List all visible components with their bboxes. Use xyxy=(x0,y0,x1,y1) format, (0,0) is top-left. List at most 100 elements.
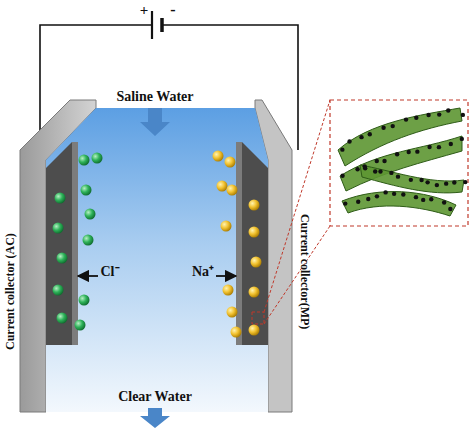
sodium-ion xyxy=(223,285,234,296)
chloride-ion xyxy=(57,313,68,324)
chloride-ion xyxy=(85,209,96,220)
chloride-ion xyxy=(53,285,64,296)
sodium-ion xyxy=(213,151,224,162)
carbon-particles xyxy=(340,108,467,211)
carbon-particles xyxy=(368,132,372,136)
ac-electrode xyxy=(46,142,78,345)
carbon-particles xyxy=(421,198,425,202)
carbon-particles xyxy=(429,197,433,201)
fiber-network xyxy=(338,108,464,216)
sodium-ion xyxy=(213,151,262,338)
carbon-particles xyxy=(340,174,344,178)
carbon-particles xyxy=(437,112,441,116)
carbon-particles xyxy=(366,197,370,201)
sodium-ion xyxy=(249,325,260,336)
ac-electrode xyxy=(72,142,78,345)
zoom-leader xyxy=(252,100,330,324)
carbon-particles xyxy=(415,149,419,153)
carbon-particles xyxy=(407,150,411,154)
carbon-particles xyxy=(381,126,385,130)
sodium-ion xyxy=(217,181,228,192)
chloride-ion xyxy=(79,295,90,306)
chloride-ion xyxy=(53,223,64,234)
cell-housing xyxy=(20,100,292,412)
sodium-ion xyxy=(249,287,260,298)
carbon-particles xyxy=(378,169,382,173)
fiber-network xyxy=(342,192,456,216)
inlet-label: Saline Water xyxy=(116,89,193,104)
zoom-leader xyxy=(264,100,330,312)
carbon-particles xyxy=(425,180,429,184)
carbon-particles xyxy=(427,145,431,149)
carbon-particles xyxy=(435,183,439,187)
carbon-particles xyxy=(448,207,452,211)
carbon-particles xyxy=(392,192,396,196)
chloride-ion xyxy=(57,253,68,264)
carbon-particles xyxy=(437,145,441,149)
electrode-label: Current collector(MP) xyxy=(298,214,311,329)
carbon-particles xyxy=(463,180,467,184)
mp-electrode xyxy=(236,142,242,345)
carbon-particles xyxy=(340,147,344,151)
terminal-sign: + xyxy=(140,2,149,19)
carbon-particles xyxy=(375,159,379,163)
ac-electrode xyxy=(46,142,72,345)
battery-symbol xyxy=(160,18,164,32)
sodium-ion xyxy=(231,327,242,338)
carbon-particles xyxy=(363,166,367,170)
carbon-particles xyxy=(373,169,377,173)
chloride-ion xyxy=(75,320,86,331)
carbon-particles xyxy=(460,137,464,141)
sodium-ion xyxy=(249,200,260,211)
terminal-sign: - xyxy=(170,1,175,19)
water-channel xyxy=(46,108,268,412)
carbon-particles xyxy=(401,192,405,196)
battery-symbol xyxy=(151,11,153,39)
carbon-particles xyxy=(446,108,450,112)
fiber-network xyxy=(360,165,464,193)
carbon-particles xyxy=(356,200,360,204)
carbon-particles xyxy=(404,117,408,121)
zoom-leader xyxy=(252,312,264,324)
carbon-particles xyxy=(461,113,465,117)
carbon-particles xyxy=(409,178,413,182)
chloride-ion xyxy=(92,153,103,164)
chloride-ion xyxy=(53,153,103,331)
carbon-particles xyxy=(449,142,453,146)
battery-symbol xyxy=(152,11,162,39)
carbon-particles xyxy=(426,113,430,117)
inflow-arrow xyxy=(140,108,170,136)
zoom-leader xyxy=(264,226,330,324)
chloride-ion xyxy=(81,185,92,196)
mp-electrode xyxy=(236,142,268,345)
ion-label: Na⁺ xyxy=(192,264,214,279)
outlet-label: Clear Water xyxy=(118,389,192,404)
inset-frame xyxy=(330,100,468,226)
chloride-ion xyxy=(83,235,94,246)
carbon-particles xyxy=(419,178,423,182)
sodium-ion xyxy=(227,307,238,318)
carbon-particles xyxy=(395,152,399,156)
chloride-ion xyxy=(55,193,66,204)
carbon-particles xyxy=(452,180,456,184)
sodium-ion xyxy=(227,185,238,196)
carbon-particles xyxy=(391,124,395,128)
sodium-ion xyxy=(249,227,260,238)
carbon-particles xyxy=(396,174,400,178)
carbon-particles xyxy=(414,195,418,199)
carbon-particles xyxy=(382,159,386,163)
chloride-ion xyxy=(79,155,90,166)
carbon-particles xyxy=(359,135,363,139)
carbon-particles xyxy=(389,171,393,175)
outflow-arrow xyxy=(140,408,170,428)
cation-arrow xyxy=(216,275,236,277)
carbon-particles xyxy=(355,167,359,171)
sodium-ion xyxy=(251,257,262,268)
carbon-particles xyxy=(414,116,418,120)
electrode-label: Current collector (AC) xyxy=(3,234,16,351)
anion-arrow xyxy=(78,275,98,277)
ion-label: Cl⁻ xyxy=(101,264,120,279)
carbon-particles xyxy=(375,194,379,198)
